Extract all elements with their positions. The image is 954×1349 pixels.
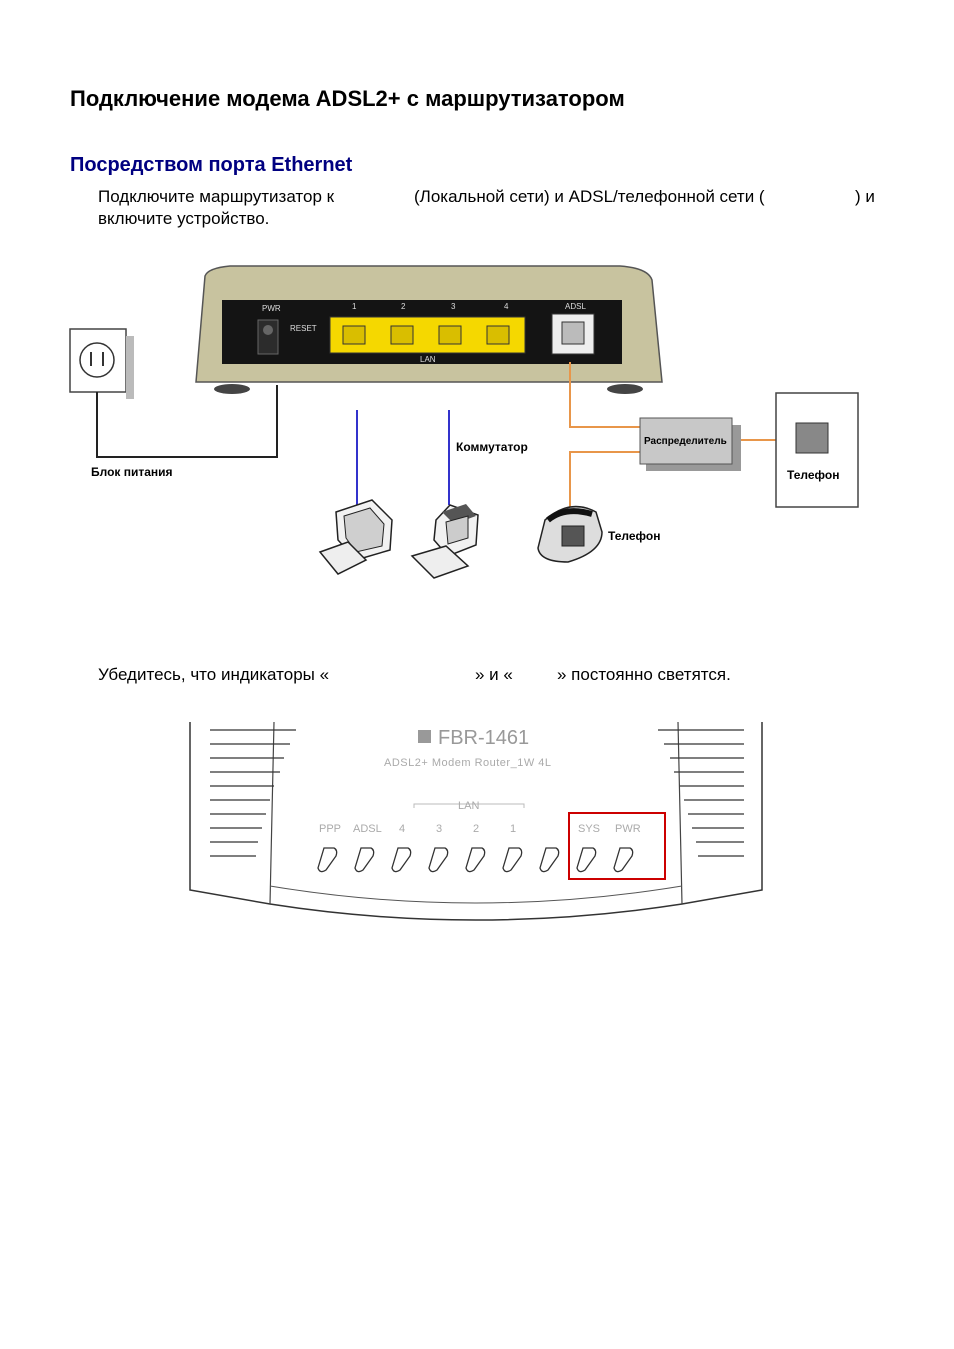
led-label-2: 2 bbox=[473, 823, 479, 835]
model-name: FBR-1461 bbox=[438, 727, 529, 749]
led-3-indicator bbox=[428, 847, 449, 873]
led-1-indicator bbox=[502, 847, 523, 873]
right-vents bbox=[658, 729, 744, 857]
wall-outlet bbox=[69, 328, 134, 399]
model-subtitle: ADSL2+ Modem Router_1W 4L bbox=[384, 757, 552, 769]
connection-diagram: Блок питания PWR RESET 1 2 3 4 LAN ADSL … bbox=[69, 265, 859, 579]
reset-label: RESET bbox=[290, 324, 317, 333]
check-text-1: Убедитесь, что индикаторы « bbox=[98, 665, 330, 684]
lan-port-2-label: 2 bbox=[401, 302, 406, 311]
led-4-indicator bbox=[391, 847, 412, 873]
lan-port-4-label: 4 bbox=[504, 302, 509, 311]
intro-text-3: ) и bbox=[855, 187, 875, 206]
left-vents bbox=[210, 729, 296, 857]
lan-label: LAN bbox=[420, 355, 436, 364]
intro-text-4: включите устройство. bbox=[98, 209, 270, 228]
led-label-ppp: PPP bbox=[319, 823, 341, 835]
pwr-port-label: PWR bbox=[262, 304, 281, 313]
led-row: PPP ADSL 4 3 2 1 SYS PWR bbox=[317, 823, 641, 873]
lan-port-1-label: 1 bbox=[352, 302, 357, 311]
logo-square bbox=[418, 730, 431, 743]
page-title: Подключение модема ADSL2+ с маршрутизато… bbox=[70, 86, 625, 111]
lan-port-3-label: 3 bbox=[451, 302, 456, 311]
led-adsl-indicator bbox=[354, 847, 375, 873]
led-label-adsl: ADSL bbox=[353, 823, 382, 835]
router-back-panel: PWR RESET 1 2 3 4 LAN ADSL bbox=[195, 265, 663, 394]
led-label-1: 1 bbox=[510, 823, 516, 835]
led-unlabeled-indicator bbox=[539, 847, 560, 873]
led-2-indicator bbox=[465, 847, 486, 873]
adsl-port-label: ADSL bbox=[565, 302, 586, 311]
intro-text-1: Подключите маршрутизатор к bbox=[98, 187, 335, 206]
splitter: Распределитель bbox=[639, 417, 741, 471]
switch-label: Коммутатор bbox=[456, 440, 528, 454]
computer-2-icon bbox=[410, 504, 479, 579]
router-front-panel: FBR-1461 ADSL2+ Modem Router_1W 4L LAN P… bbox=[189, 721, 763, 921]
check-text-3: » постоянно светятся. bbox=[557, 665, 731, 684]
highlight-box bbox=[568, 812, 666, 880]
led-label-pwr: PWR bbox=[615, 823, 641, 835]
computer-1-icon bbox=[318, 499, 393, 575]
led-pwr-indicator bbox=[613, 847, 634, 873]
check-text-2: » и « bbox=[475, 665, 513, 684]
section-heading: Посредством порта Ethernet bbox=[70, 154, 353, 176]
telephone-icon: Телефон bbox=[537, 505, 660, 563]
led-ppp-indicator bbox=[317, 847, 338, 873]
led-sys-indicator bbox=[576, 847, 597, 873]
phone-label: Телефон bbox=[608, 529, 660, 543]
led-label-3: 3 bbox=[436, 823, 442, 835]
power-supply-label: Блок питания bbox=[91, 465, 173, 479]
led-label-4: 4 bbox=[399, 823, 405, 835]
lan-group-label: LAN bbox=[458, 800, 479, 812]
led-label-sys: SYS bbox=[578, 823, 600, 835]
wall-phone-jack: Телефон bbox=[775, 392, 859, 508]
wall-phone-label: Телефон bbox=[787, 468, 839, 482]
splitter-label: Распределитель bbox=[644, 436, 727, 447]
intro-text-2: (Локальной сети) и ADSL/телефонной сети … bbox=[414, 187, 765, 206]
